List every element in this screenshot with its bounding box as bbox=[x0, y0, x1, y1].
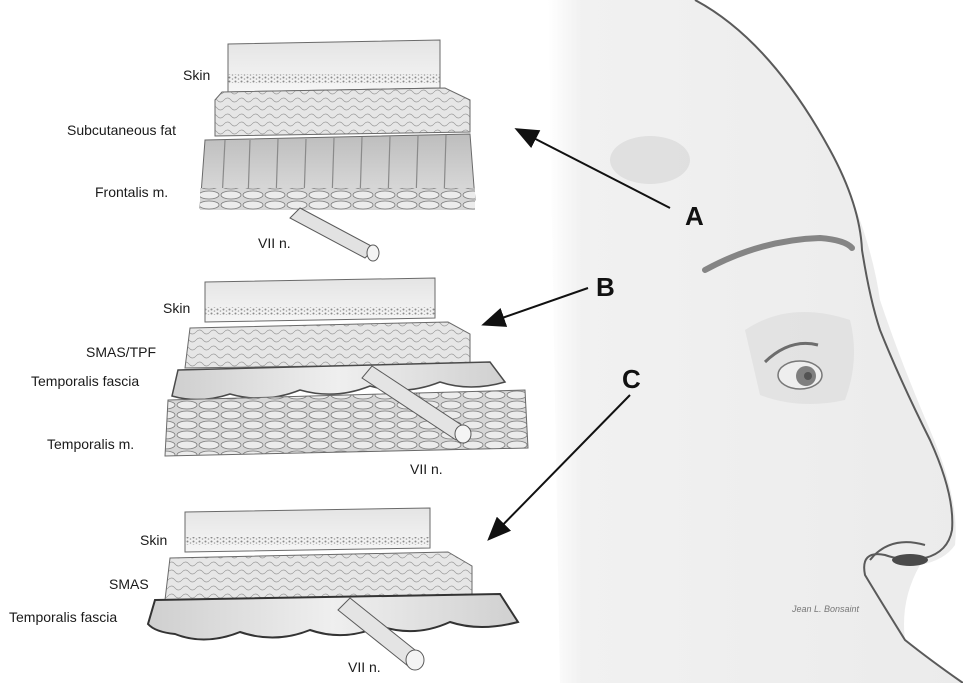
panel-c-temporalis-fascia bbox=[148, 594, 518, 640]
panel-c-letter: C bbox=[622, 364, 641, 394]
panel-b-label-temporalis-fascia: Temporalis fascia bbox=[31, 373, 139, 389]
panel-b-label-smas-tpf: SMAS/TPF bbox=[86, 344, 156, 360]
panel-b-temporalis-muscle bbox=[165, 390, 528, 456]
eye-socket-shading bbox=[745, 312, 854, 404]
panel-b-label-skin: Skin bbox=[163, 300, 190, 316]
panel-a-layers bbox=[200, 40, 475, 261]
panel-c-nerve-end bbox=[406, 650, 424, 670]
panel-c-layers bbox=[148, 508, 518, 670]
panel-c-smas-layer bbox=[165, 552, 472, 600]
panel-c-label-smas: SMAS bbox=[109, 576, 149, 592]
panel-a-nerve-end bbox=[367, 245, 379, 261]
face-profile-illustration: Jean L. Bonsaint bbox=[548, 0, 963, 683]
panel-c-label-skin: Skin bbox=[140, 532, 167, 548]
panel-a-label-frontalis: Frontalis m. bbox=[95, 184, 168, 200]
panel-a-label-skin: Skin bbox=[183, 67, 210, 83]
panel-b-nerve-end bbox=[455, 425, 471, 443]
panel-c-skin-dermis bbox=[185, 537, 430, 545]
panel-b-letter: B bbox=[596, 272, 615, 302]
panel-c-skin-layer bbox=[185, 508, 430, 552]
panel-a-skin-dermis bbox=[228, 74, 440, 83]
forehead-shading bbox=[610, 136, 690, 184]
panel-a-muscle-cells bbox=[200, 188, 475, 210]
panel-b-smas-layer bbox=[185, 322, 470, 368]
panel-a-skin-layer bbox=[228, 40, 440, 92]
panel-a-letter: A bbox=[685, 201, 704, 231]
panel-a-facial-nerve bbox=[290, 208, 375, 258]
nostril bbox=[892, 554, 928, 566]
panel-b-skin-dermis bbox=[205, 307, 435, 315]
panel-c-label-temporalis-fascia: Temporalis fascia bbox=[9, 609, 117, 625]
panel-b-skin-layer bbox=[205, 278, 435, 322]
panel-c-label-vii-nerve: VII n. bbox=[348, 659, 381, 675]
panel-b-label-temporalis-muscle: Temporalis m. bbox=[47, 436, 134, 452]
panel-b-layers bbox=[165, 278, 528, 456]
panel-a-label-subcutaneous-fat: Subcutaneous fat bbox=[67, 122, 176, 138]
panel-a-label-vii-nerve: VII n. bbox=[258, 235, 291, 251]
panel-a-fat-layer bbox=[215, 88, 470, 136]
panel-b-label-vii-nerve: VII n. bbox=[410, 461, 443, 477]
artist-signature: Jean L. Bonsaint bbox=[791, 604, 860, 614]
